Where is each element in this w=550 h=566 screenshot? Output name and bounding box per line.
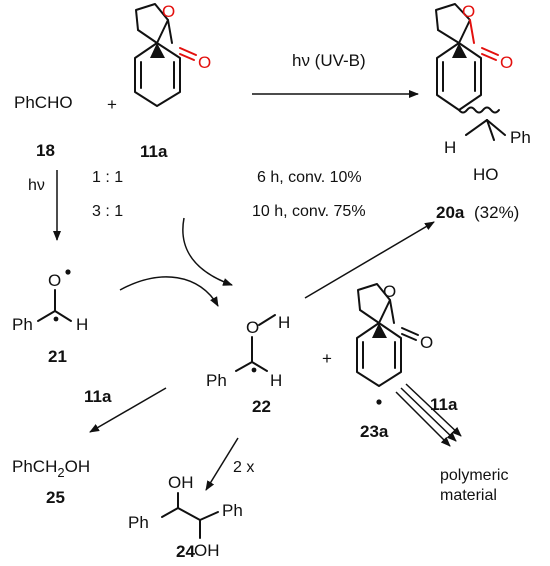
arrow-21-to-22: [119, 276, 219, 307]
compound-22-number: 22: [252, 397, 271, 416]
polymer-label-line2: material: [440, 487, 497, 504]
radical-dot-22: [251, 367, 257, 373]
label-24-ph-left: Ph: [128, 513, 149, 532]
atom-o-22: O: [246, 318, 259, 337]
product-20a-structure: [435, 3, 506, 141]
arrow-polymer-2: [400, 387, 457, 442]
arrow-polymer-1: [395, 391, 451, 447]
bond-22-h: [251, 361, 268, 372]
ratio-row-1: 1 : 1: [92, 169, 123, 186]
label-20a-h: H: [444, 138, 456, 157]
atom-o-20a-ring: O: [462, 2, 475, 21]
arrow-to-20a: [304, 221, 435, 299]
label-22-h: H: [270, 371, 282, 390]
atom-o-23a-ring: O: [383, 282, 396, 301]
dimer-label: 2 x: [233, 459, 254, 476]
bond-21-h: [54, 310, 72, 322]
arrow-22-to-24: [205, 437, 239, 491]
ratio-row-2: 3 : 1: [92, 203, 123, 220]
label-22-ph: Ph: [206, 371, 227, 390]
label-hv: hν: [28, 177, 45, 194]
atom-o-11a-ring: O: [162, 2, 175, 21]
label-21-h: H: [76, 315, 88, 334]
radical-23a-structure: [356, 283, 419, 387]
bond-24-c2-ph: [199, 511, 219, 521]
condition-row-2: 10 h, conv. 75%: [252, 203, 366, 220]
compound-18-formula: PhCHO: [14, 93, 73, 112]
atom-o-20a-carbonyl: O: [500, 53, 513, 72]
bond-22-ph: [235, 361, 253, 372]
arrow-11a-to-22: [182, 217, 233, 286]
label-24-oh-top: OH: [168, 473, 194, 492]
polymer-label-line1: polymeric: [440, 467, 508, 484]
label-20a-ph: Ph: [510, 128, 531, 147]
plus-sign-top: +: [107, 95, 117, 114]
label-21-ph: Ph: [12, 315, 33, 334]
label-24-oh-bottom: OH: [194, 541, 220, 560]
radical-dot-23a: [376, 399, 382, 405]
atom-o-23a-carbonyl: O: [420, 333, 433, 352]
bond-22-oh: [258, 314, 276, 326]
label-22-oh-h: H: [278, 313, 290, 332]
compound-18-number: 18: [36, 141, 55, 160]
compound-25-number: 25: [46, 488, 65, 507]
reagent-11a-polymer: 11a: [430, 395, 458, 414]
compound-11a-number: 11a: [140, 142, 168, 161]
compound-23a-number: 23a: [360, 422, 389, 441]
label-20a-ho: HO: [473, 165, 499, 184]
reagent-11a-hat: 11a: [84, 387, 112, 406]
bond-24-c1-c2: [177, 507, 201, 521]
arrow-22-to-25: [89, 387, 167, 433]
condition-hv-uvb: hν (UV-B): [292, 51, 366, 70]
bond-21-ph: [37, 310, 56, 322]
compound-21-number: 21: [48, 347, 67, 366]
arrow-polymer-3: [405, 383, 462, 437]
compound-24-number: 24: [176, 542, 195, 561]
atom-o-21: O: [48, 271, 61, 290]
compound-20a-number: 20a: [436, 203, 465, 222]
atom-o-11a-carbonyl: O: [198, 53, 211, 72]
label-24-ph-right: Ph: [222, 501, 243, 520]
bond-24-c1-ph: [161, 507, 179, 518]
compound-20a-yield: (32%): [474, 203, 519, 222]
radical-dot-21-c: [53, 316, 59, 322]
plus-sign-middle: +: [322, 349, 332, 368]
spirolactone-11a-structure: [134, 3, 197, 107]
radical-dot-21-o: [65, 269, 71, 275]
compound-25-formula: PhCH2OH: [12, 457, 90, 480]
condition-row-1: 6 h, conv. 10%: [257, 169, 362, 186]
